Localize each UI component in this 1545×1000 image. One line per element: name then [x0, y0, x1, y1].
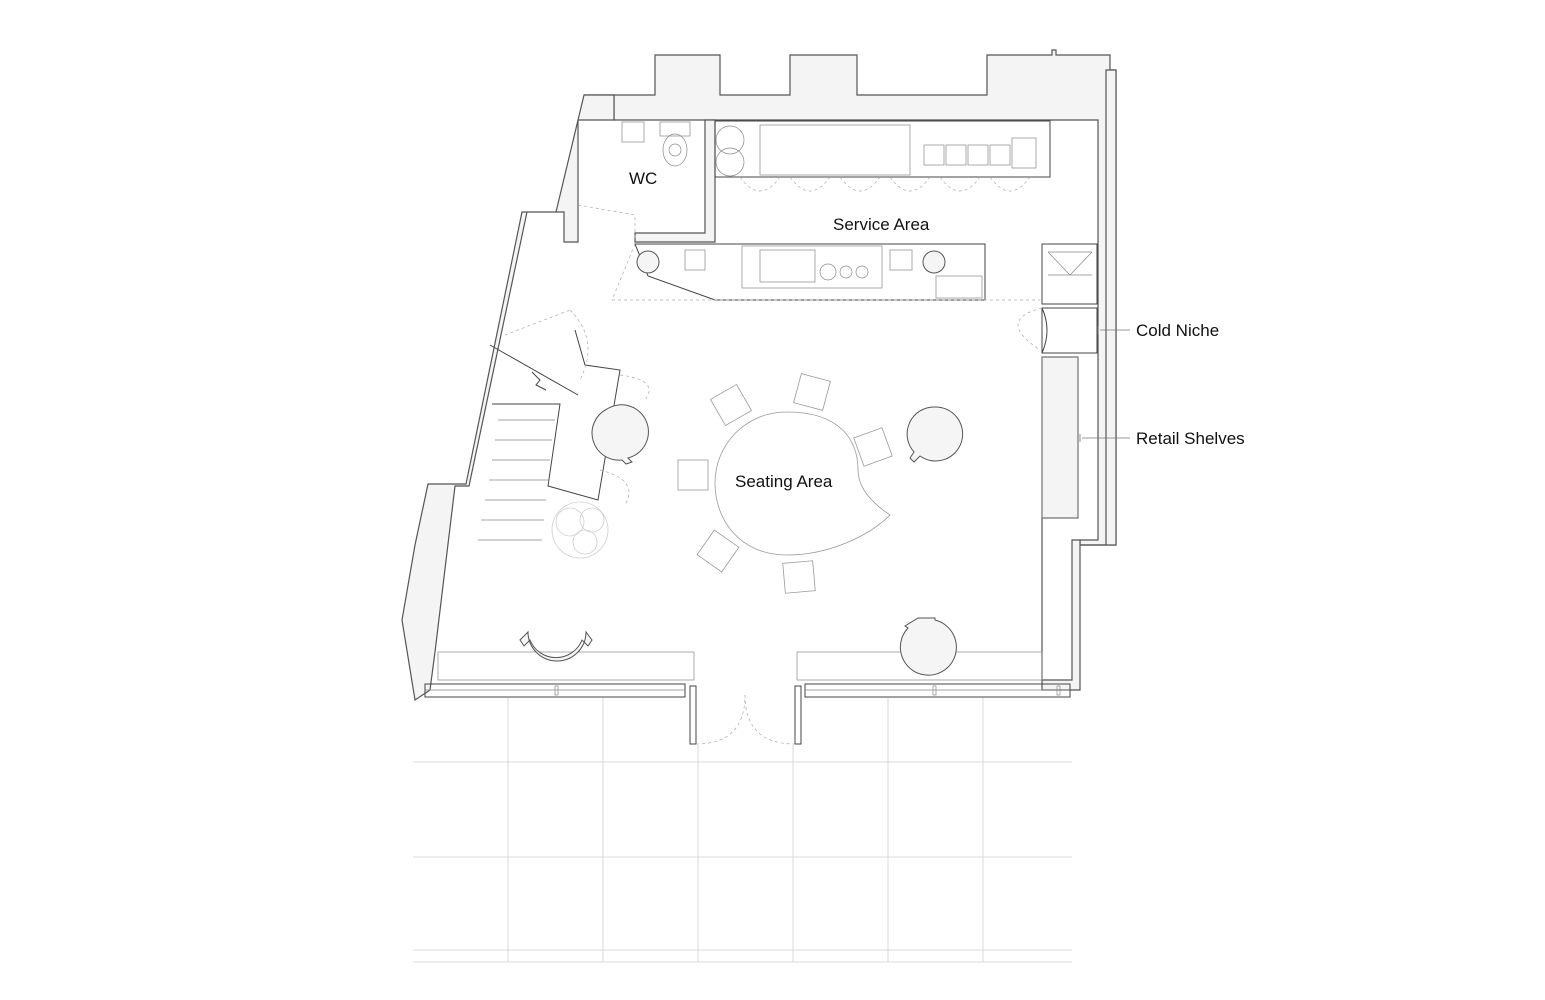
- top-wall: [584, 49, 1117, 546]
- staircase: [478, 309, 650, 541]
- side-tables: [591, 404, 964, 465]
- shopfront: [424, 683, 1071, 745]
- chairs: [677, 373, 893, 594]
- room-label-wc: WC: [629, 169, 657, 188]
- window-benches: [437, 617, 1043, 681]
- central-table: [714, 411, 891, 556]
- wc-wall: [634, 119, 716, 243]
- door-swings: [577, 204, 1040, 301]
- retail-shelf-unit: [1041, 356, 1079, 519]
- pavement-grid: [413, 698, 1072, 963]
- callout-cold-niche: Cold Niche: [1136, 321, 1219, 340]
- cold-niche-unit: [1017, 243, 1098, 354]
- callout-retail-shelves: Retail Shelves: [1136, 429, 1245, 448]
- room-label-seating: Seating Area: [735, 472, 833, 491]
- back-counter: [714, 120, 1051, 192]
- front-counter: [634, 243, 986, 301]
- room-label-service: Service Area: [833, 215, 930, 234]
- wc-fixtures: [621, 121, 691, 167]
- left-wall: [401, 94, 615, 702]
- plant: [551, 501, 609, 559]
